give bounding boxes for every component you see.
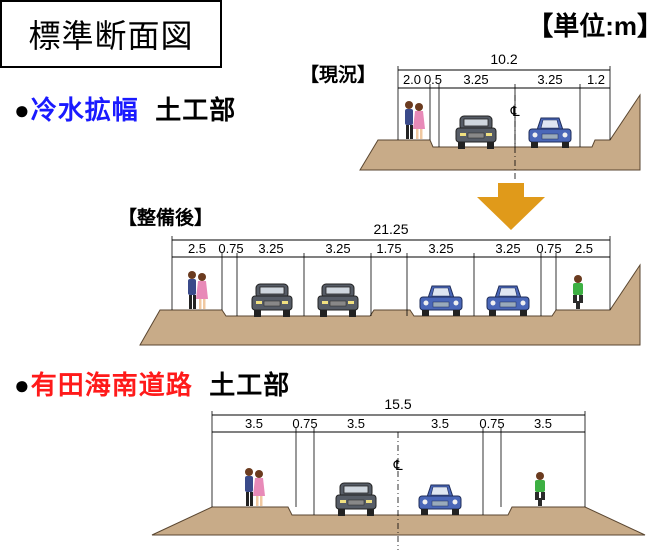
dim-label: 1.75: [376, 241, 401, 256]
car-icon: [486, 285, 530, 317]
title-box: 標準断面図: [0, 0, 222, 68]
car-icon: [455, 115, 497, 150]
unit-label: 【単位:m】: [527, 11, 663, 41]
car-icon: [528, 117, 572, 149]
dim-label: 0.75: [218, 241, 243, 256]
down-arrow-icon: [477, 183, 545, 230]
current-label: 【現況】: [300, 65, 377, 86]
section1-name: 冷水拡幅: [30, 95, 139, 125]
current-total: 10.2: [490, 51, 517, 67]
dim-label: 0.75: [536, 241, 561, 256]
section2-name: 有田海南道路: [30, 370, 193, 400]
dim-label: 3.5: [245, 416, 263, 431]
dim-label: 3.25: [463, 72, 488, 87]
dim-label: 3.25: [325, 241, 350, 256]
dim-label: 3.25: [428, 241, 453, 256]
car-icon: [317, 283, 359, 318]
centerline-symbol: ℄: [509, 103, 522, 119]
dim-label: 2.0: [403, 72, 421, 87]
dim-label: 1.2: [587, 72, 605, 87]
section2-heading: ●有田海南道路 土工部: [14, 365, 290, 402]
after-section: 21.25 2.5 0.75 3.25 3.25 1.75 3.25 3.25 …: [139, 221, 641, 346]
dim-label: 0.75: [292, 416, 317, 431]
arita-kainan-section: 15.5 3.5 0.75 3.5 3.5 0.75 3.5 ℄: [151, 396, 646, 550]
dim-label: 3.5: [431, 416, 449, 431]
dim-label: 0.5: [424, 72, 442, 87]
cyclist-icon: [535, 472, 545, 506]
car-icon: [251, 283, 293, 318]
car-icon: [418, 484, 462, 516]
page-title: 標準断面図: [28, 18, 194, 54]
car-icon: [419, 285, 463, 317]
dim-label: 3.25: [258, 241, 283, 256]
pedestrians-icon: [405, 101, 425, 139]
after-total: 21.25: [373, 221, 408, 237]
bullet-icon: ●: [14, 95, 31, 125]
car-icon: [335, 482, 377, 517]
dim-label: 2.5: [188, 241, 206, 256]
pedestrians-icon: [245, 468, 265, 506]
dim-label: 0.75: [479, 416, 504, 431]
section2-total: 15.5: [384, 396, 411, 412]
dim-label: 3.5: [347, 416, 365, 431]
after-label: 【整備後】: [118, 208, 214, 229]
dim-label: 3.5: [534, 416, 552, 431]
pedestrians-icon: [188, 271, 208, 309]
section1-suffix: 土工部: [155, 95, 237, 125]
section1-heading: ●冷水拡幅 土工部: [14, 90, 236, 127]
bullet-icon: ●: [14, 370, 31, 400]
cyclist-icon: [573, 275, 583, 309]
dim-label: 2.5: [575, 241, 593, 256]
dim-label: 3.25: [537, 72, 562, 87]
section2-suffix: 土工部: [209, 370, 291, 400]
current-section: 10.2 2.0 0.5 3.25 3.25 1.2 ℄: [359, 51, 641, 180]
dim-label: 3.25: [495, 241, 520, 256]
centerline-symbol: ℄: [392, 457, 405, 473]
